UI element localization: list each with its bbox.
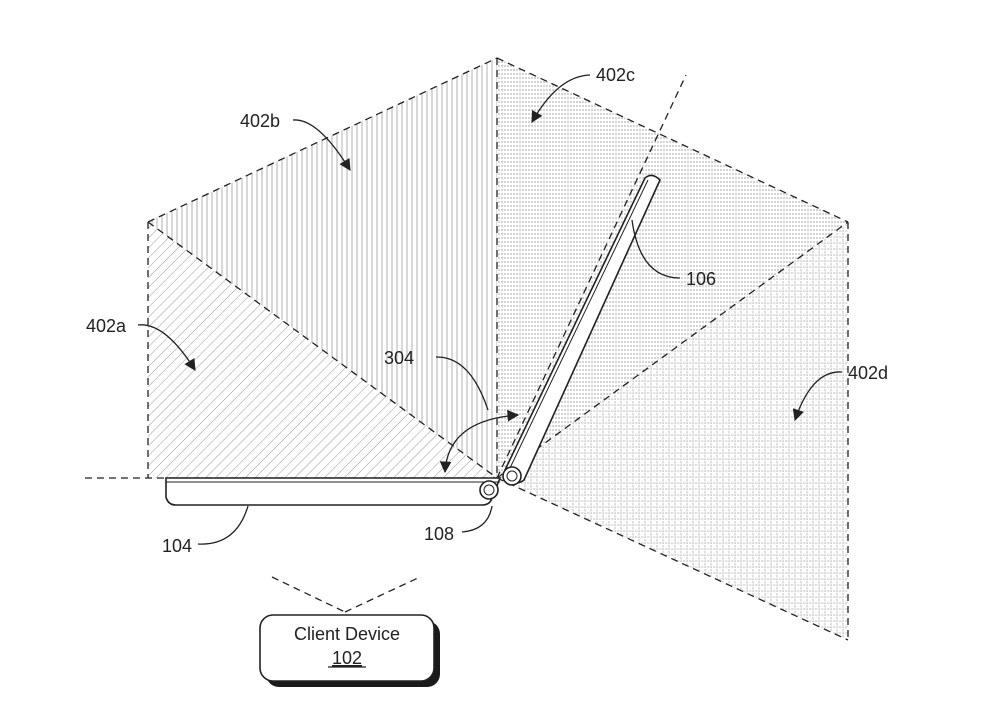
label-104: 104 [162, 536, 192, 556]
label-108: 108 [424, 524, 454, 544]
client-device-title: Client Device [294, 624, 400, 644]
region-402d [497, 222, 848, 640]
label-402d: 402d [848, 363, 888, 383]
label-106: 106 [686, 269, 716, 289]
region-402c [497, 58, 848, 478]
label-402a: 402a [86, 316, 127, 336]
label-402c: 402c [596, 65, 635, 85]
client-device-ref: 102 [332, 648, 362, 668]
label-304: 304 [384, 348, 414, 368]
leader-lines [137, 74, 843, 545]
region-402b [148, 58, 497, 478]
label-402b: 402b [240, 111, 280, 131]
base-panel [165, 477, 502, 506]
client-device-box: Client Device 102 [259, 614, 440, 687]
angle-arc-304 [439, 409, 520, 474]
display-panel-inner-edge [508, 179, 649, 471]
